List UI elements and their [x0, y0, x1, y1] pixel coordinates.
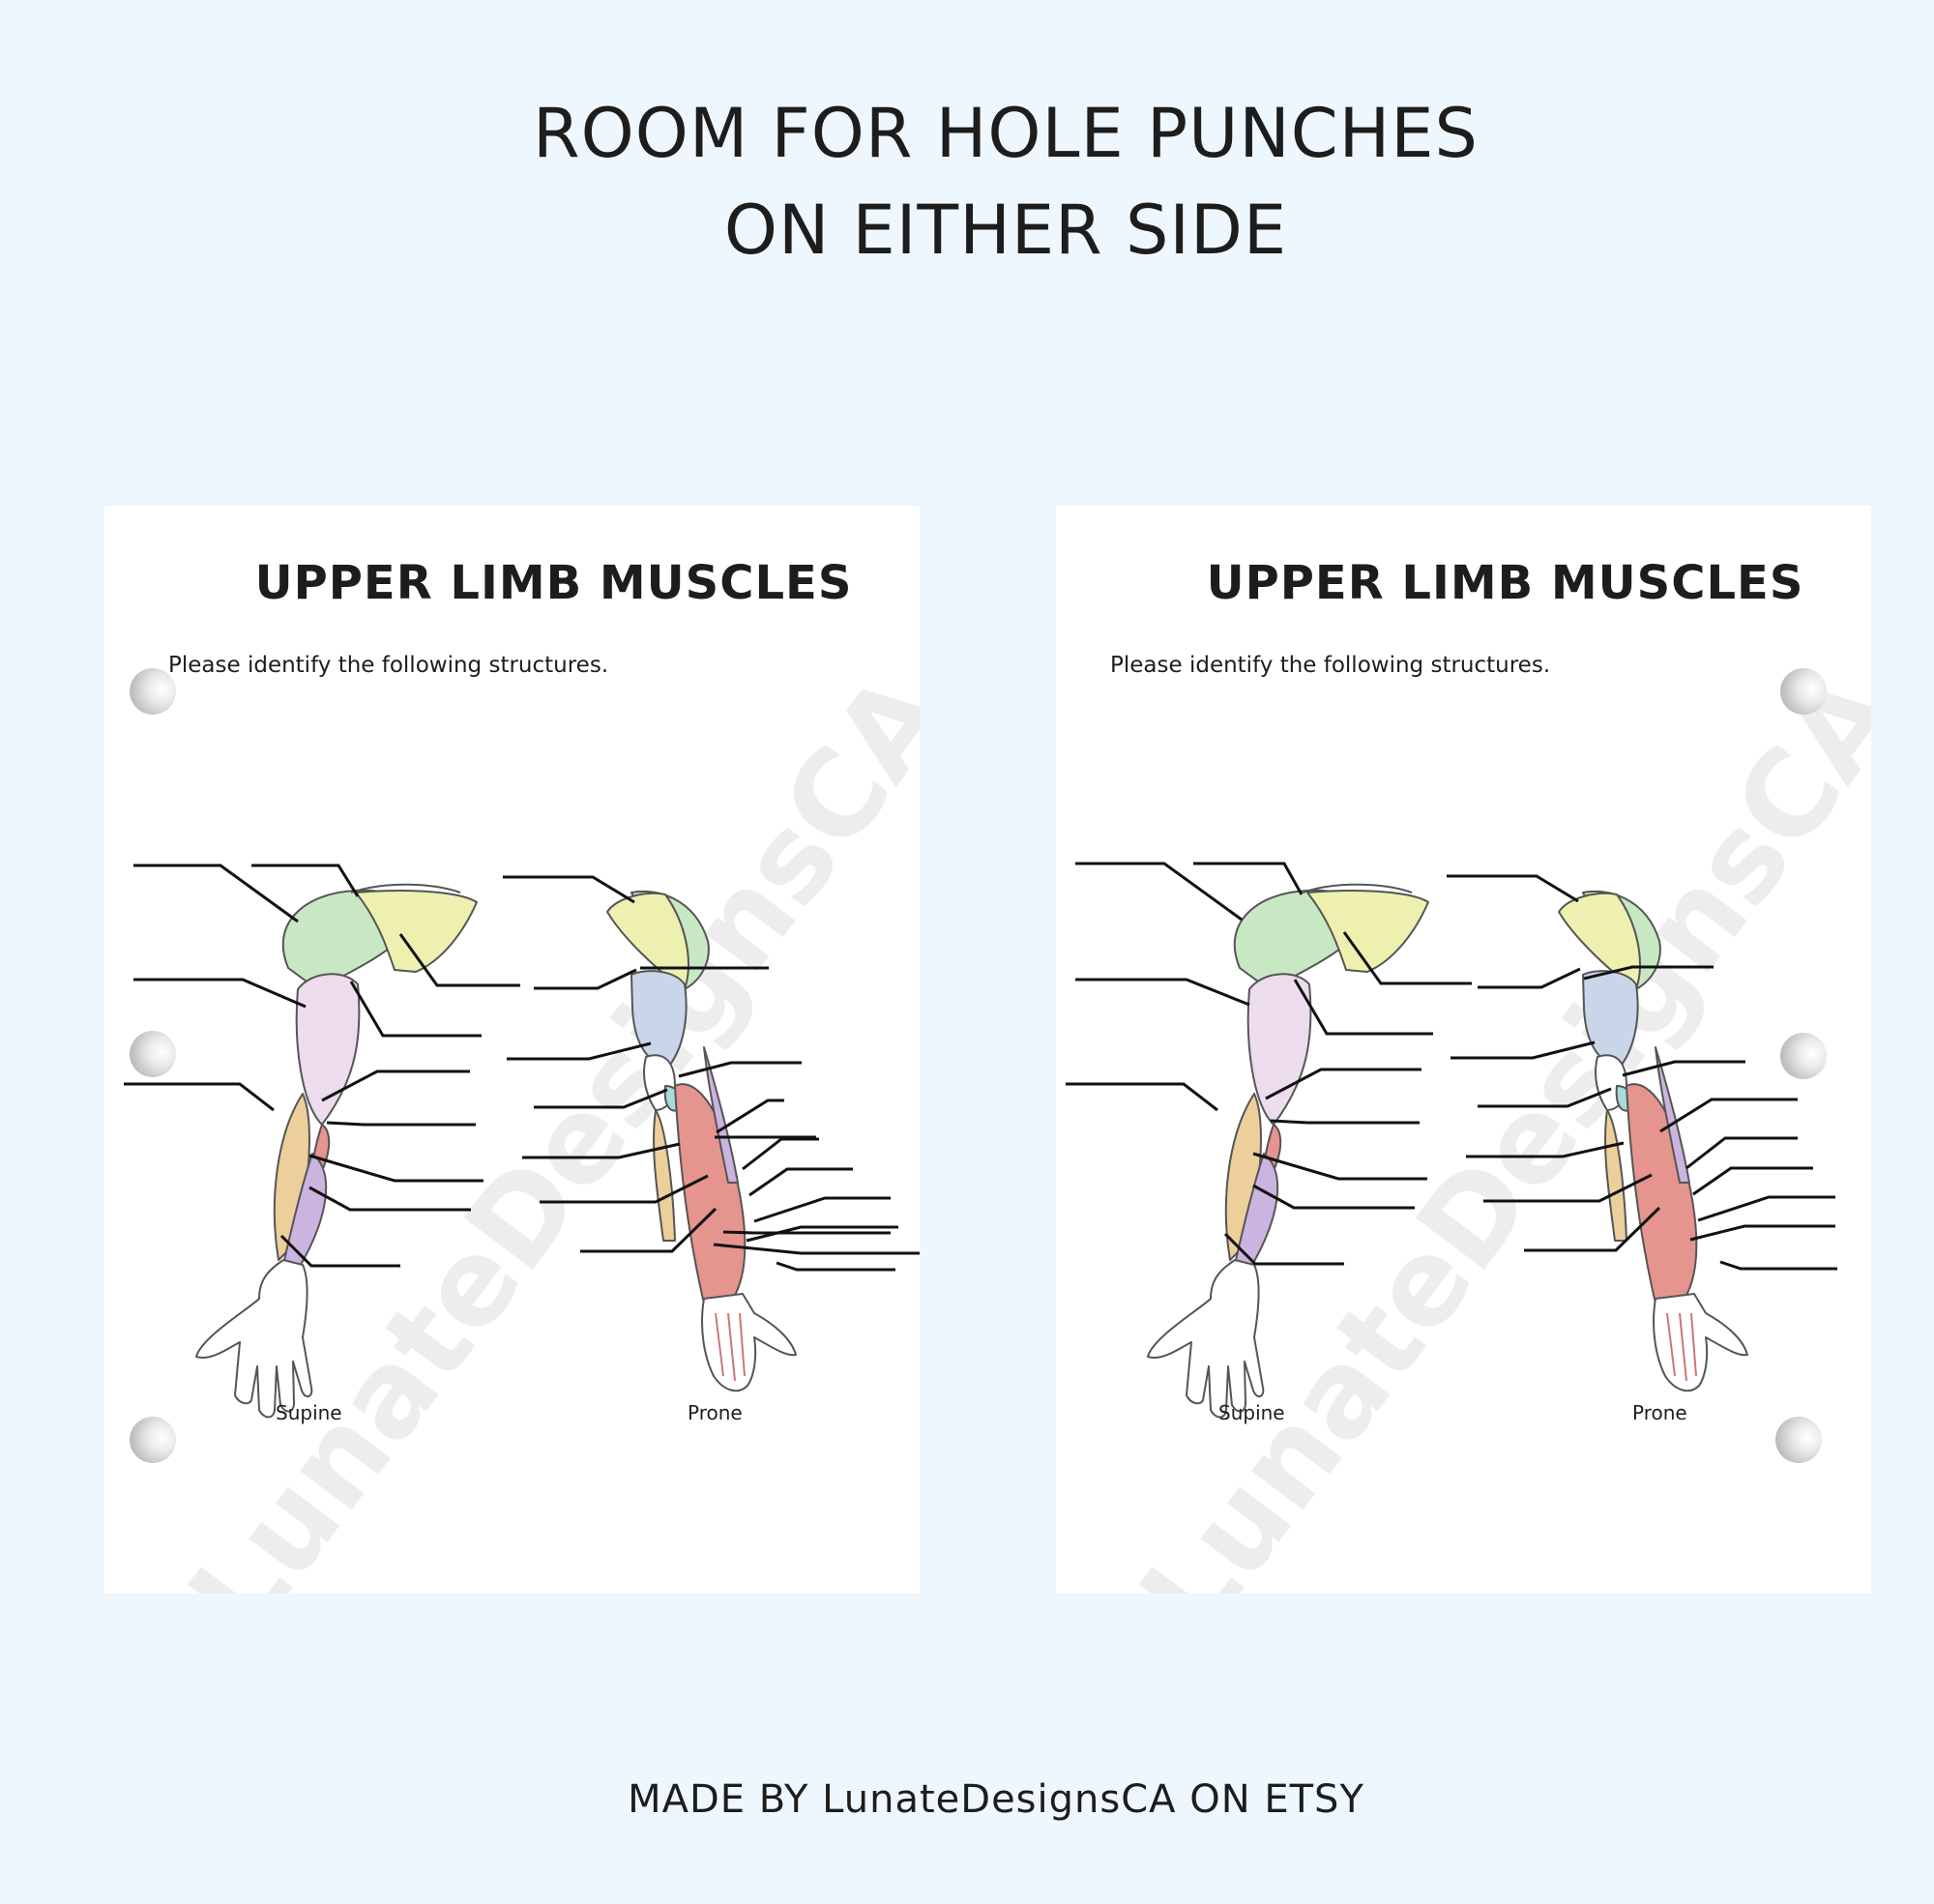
prone-hand-fingers	[715, 1312, 746, 1382]
supine-leader-lines	[124, 864, 520, 1268]
arm-diagrams	[1066, 862, 1837, 1419]
prone-triceps	[630, 970, 688, 1067]
supine-shoulder-top	[350, 883, 461, 893]
instruction-text: Please identify the following structures…	[1110, 653, 1551, 678]
prone-leader-lines	[1447, 874, 1837, 1271]
prone-forearm-purple	[703, 1046, 739, 1184]
view-label-supine: Supine	[276, 1401, 342, 1424]
hole-punch-left-bottom-icon	[130, 1417, 176, 1463]
hole-punch-right-bottom-icon	[1775, 1417, 1822, 1463]
headline-line-1: ROOM FOR HOLE PUNCHES	[533, 94, 1479, 173]
prone-deltoid-front	[606, 892, 689, 990]
supine-hand	[195, 1259, 313, 1419]
headline-line-2: ON EITHER SIDE	[723, 190, 1288, 270]
instruction-text: Please identify the following structures…	[168, 653, 609, 678]
prone-hand	[701, 1293, 797, 1392]
view-label-supine: Supine	[1218, 1401, 1285, 1424]
hole-punch-right-top-icon	[1780, 668, 1827, 715]
hole-punch-right-middle-icon	[1780, 1033, 1827, 1079]
supine-pectoral	[355, 890, 478, 973]
arm-diagrams	[124, 864, 920, 1419]
supine-biceps	[295, 973, 361, 1126]
prone-forearm-tan	[653, 1109, 676, 1242]
supine-leader-lines	[1066, 862, 1472, 1266]
prone-leader-lines	[503, 875, 920, 1272]
arm-supine-icon	[1147, 883, 1429, 1419]
prone-forearm-red	[674, 1083, 747, 1304]
sheet-title: UPPER LIMB MUSCLES	[254, 556, 853, 610]
arm-prone-icon	[1558, 890, 1748, 1392]
arm-prone-icon	[606, 890, 797, 1392]
hole-punch-left-middle-icon	[130, 1031, 176, 1077]
sheet-title: UPPER LIMB MUSCLES	[1206, 556, 1804, 610]
footer-credit: MADE BY LunateDesignsCA ON ETSY	[628, 1777, 1364, 1822]
view-label-prone: Prone	[1632, 1401, 1687, 1424]
view-label-prone: Prone	[688, 1401, 743, 1424]
hole-punch-left-top-icon	[130, 668, 176, 715]
worksheet-preview-right: LunateDesignsCA UPPER LIMB MUSCLES Pleas…	[1056, 506, 1871, 1594]
headline: ROOM FOR HOLE PUNCHES ON EITHER SIDE	[0, 85, 1934, 278]
worksheet-preview-left: LunateDesignsCA UPPER LIMB MUSCLES Pleas…	[104, 506, 920, 1594]
arm-supine-icon	[195, 883, 478, 1419]
